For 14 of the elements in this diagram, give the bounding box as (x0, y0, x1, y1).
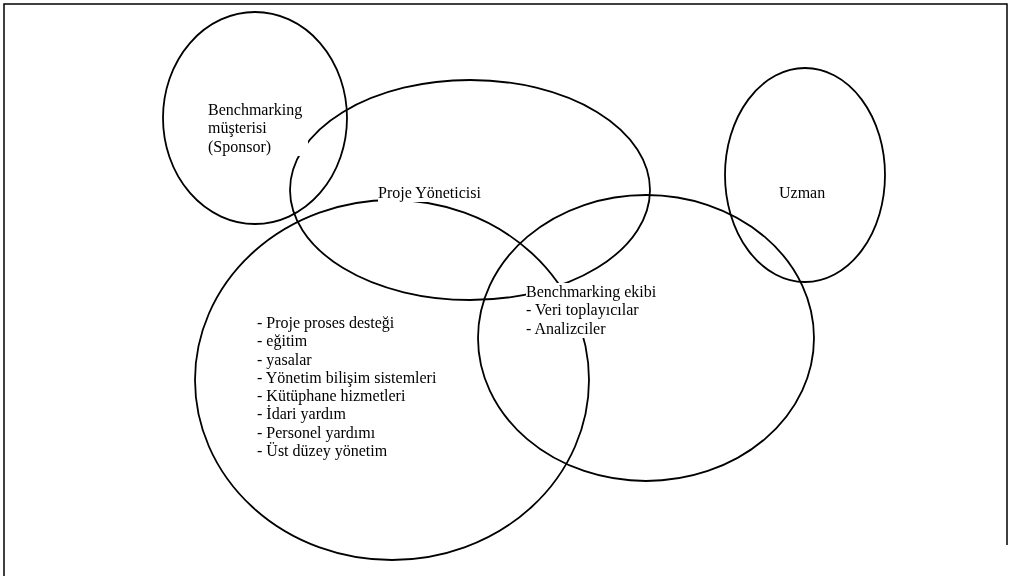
list-item: - Kütüphane hizmetleri (257, 387, 406, 406)
node-label: Benchmarking müşterisi (Sponsor) (208, 101, 308, 156)
list-item: - İdari yardım (257, 405, 346, 424)
list-item: - Proje proses desteği (257, 314, 395, 333)
ellipse (725, 68, 885, 282)
list-item: - eğitim (257, 332, 308, 351)
list-item: - Personel yardımı (257, 423, 376, 443)
list-item: - Üst düzey yönetim (257, 442, 388, 461)
list-item: - yasalar (257, 350, 312, 369)
list-item: - Yönetim bilişim sistemleri (257, 368, 437, 388)
node-label: Proje Yöneticisi (378, 184, 481, 203)
list-item: - Veri toplayıcılar (526, 301, 639, 320)
node-label: Benchmarking ekibi (526, 283, 657, 302)
ellipse (163, 12, 347, 224)
